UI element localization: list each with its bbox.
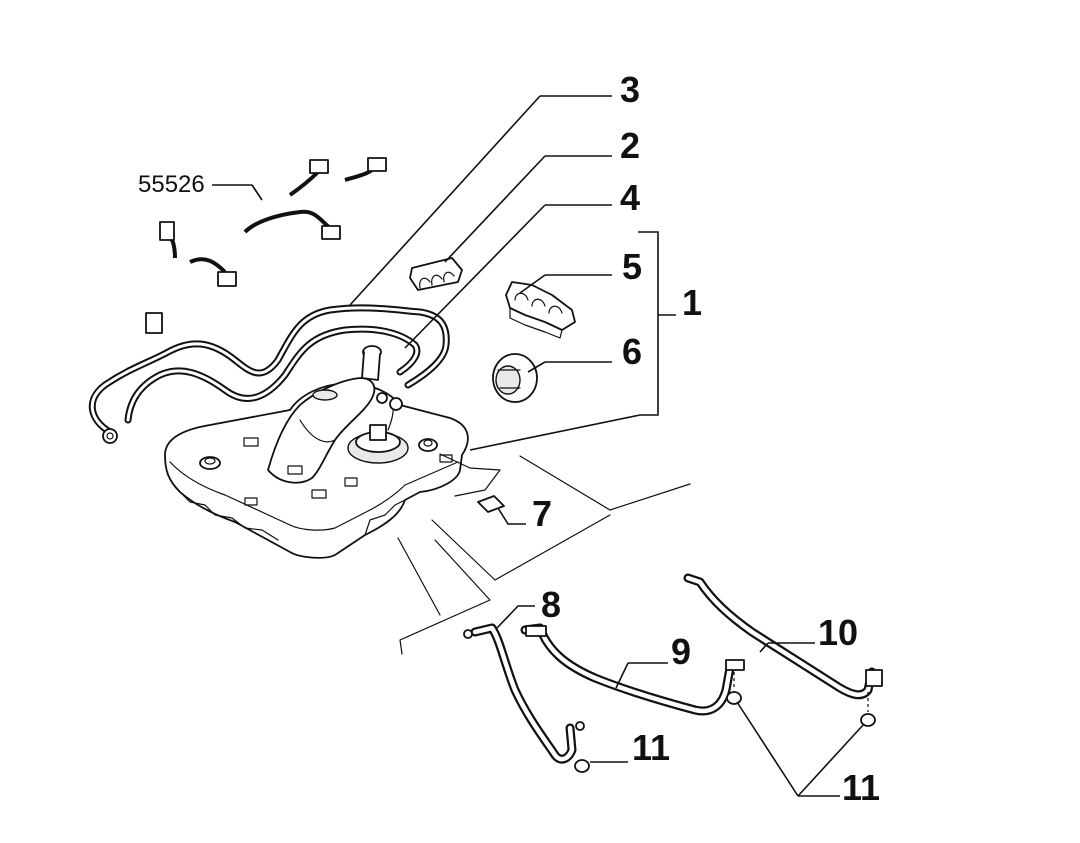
pad-7[interactable] <box>477 495 505 513</box>
strap-10[interactable] <box>683 573 883 700</box>
fuel-pipes[interactable] <box>88 304 450 444</box>
nut-11-left[interactable] <box>574 759 590 773</box>
leader-lines <box>349 95 865 797</box>
grommet-6[interactable] <box>492 353 538 403</box>
label-11-right: 11 <box>842 767 880 808</box>
pipe-clip-2[interactable] <box>409 257 463 291</box>
label-55526: 55526 <box>138 171 205 198</box>
nut-11-center[interactable] <box>726 691 742 705</box>
label-7: 7 <box>532 493 552 534</box>
label-5: 5 <box>622 246 642 287</box>
strap-9[interactable] <box>520 623 745 716</box>
label-6: 6 <box>622 331 642 372</box>
label-10: 10 <box>818 612 858 653</box>
label-3: 3 <box>620 69 640 110</box>
nut-11-right[interactable] <box>860 713 876 727</box>
strap-8[interactable] <box>463 623 585 764</box>
label-4: 4 <box>620 177 640 218</box>
wiring-harness-55526[interactable] <box>145 157 387 334</box>
leader-55526-tip <box>251 184 263 201</box>
label-9: 9 <box>671 631 691 672</box>
pipe-holder-5[interactable] <box>505 281 576 339</box>
label-11-left: 11 <box>632 727 670 768</box>
fuel-tank[interactable] <box>164 345 469 559</box>
label-1: 1 <box>682 282 702 323</box>
label-8: 8 <box>541 584 561 625</box>
label-2: 2 <box>620 125 640 166</box>
projection-lines <box>397 453 691 655</box>
